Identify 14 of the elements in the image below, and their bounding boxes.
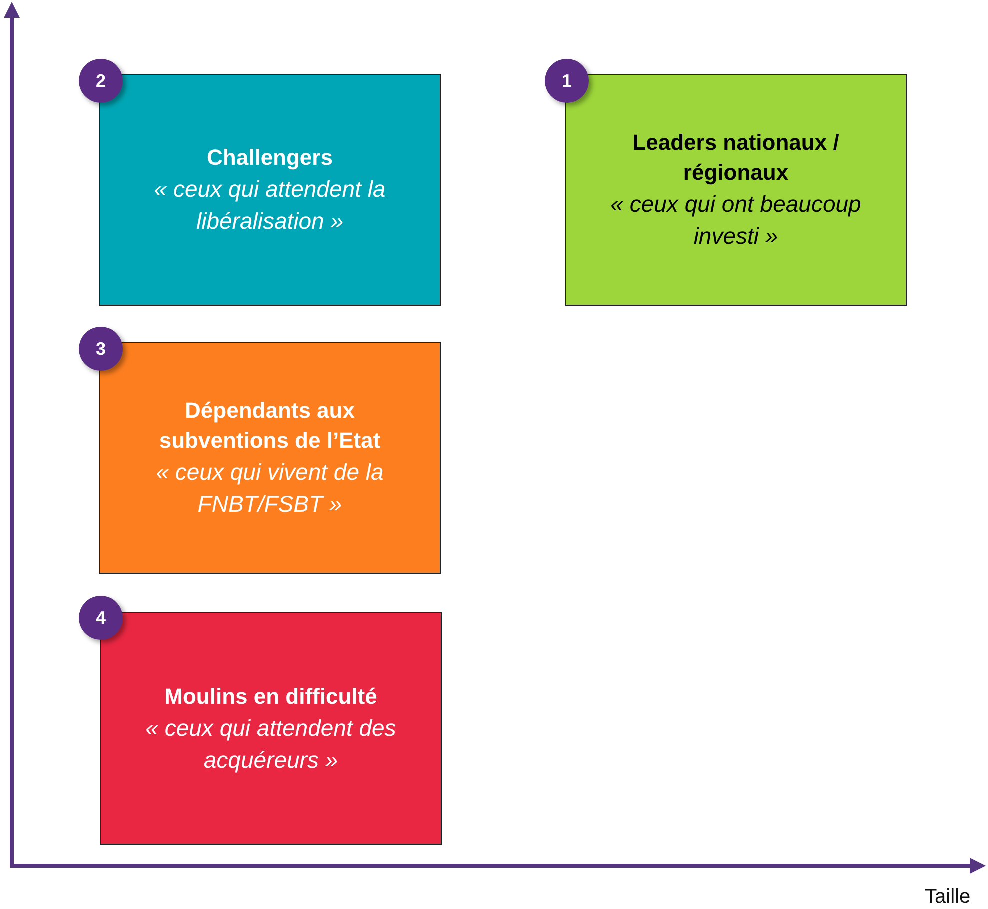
- number-badge: 2: [79, 59, 123, 103]
- box-heading: Challengers: [207, 144, 333, 172]
- box-heading: Dépendants aux subventions de l’Etat: [158, 397, 382, 455]
- box-heading: Moulins en difficulté: [164, 682, 378, 710]
- box-subtitle: « ceux qui attendent des acquéreurs »: [144, 714, 398, 775]
- quadrant-box: [565, 74, 907, 306]
- number-badge: 1: [545, 59, 589, 103]
- number-badge: 4: [79, 596, 123, 640]
- box-subtitle: « ceux qui vivent de la FNBT/FSBT »: [155, 458, 385, 519]
- axis-label: Taille: [925, 886, 971, 909]
- box-subtitle: « ceux qui attendent la libéralisation »: [153, 175, 387, 236]
- box-heading: Leaders nationaux / régionaux: [632, 129, 840, 187]
- box-subtitle: « ceux qui ont beaucoup investi »: [610, 190, 862, 251]
- number-badge: 3: [79, 327, 123, 371]
